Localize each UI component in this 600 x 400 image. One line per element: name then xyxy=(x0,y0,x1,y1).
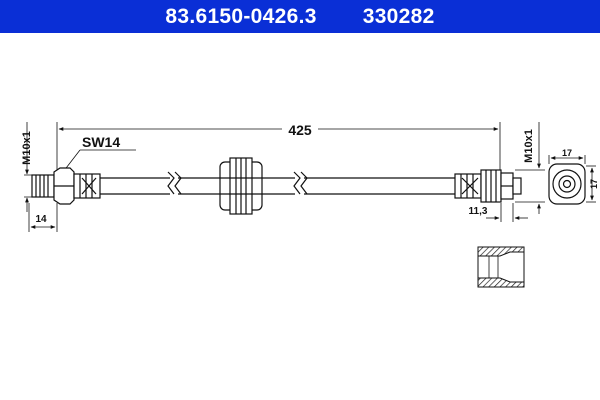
end-view-height-label: 17 xyxy=(589,179,599,189)
end-view-width-label: 17 xyxy=(562,148,572,158)
end-view: 17 17 xyxy=(548,148,599,205)
left-fitting xyxy=(31,167,101,205)
left-thread-dimension: M10x1 xyxy=(21,122,46,212)
seat-detail xyxy=(477,246,525,288)
length-label: 425 xyxy=(288,122,312,138)
wrench-size-label: SW14 xyxy=(82,134,120,150)
title-bar: 83.6150-0426.3 330282 xyxy=(0,0,600,33)
technical-drawing: 425 SW14 M10x1 14 xyxy=(21,122,599,288)
alt-number: 330282 xyxy=(362,4,435,28)
right-fitting-label: 11,3 xyxy=(469,206,488,217)
right-fitting-dimension: 11,3 xyxy=(469,203,528,222)
right-thread-label: M10x1 xyxy=(523,129,535,163)
mounting-grommet xyxy=(219,157,263,215)
right-thread-dimension: M10x1 xyxy=(515,122,545,214)
hose xyxy=(100,171,455,195)
part-number: 83.6150-0426.3 xyxy=(165,4,317,28)
left-fitting-dimension: 14 xyxy=(28,203,58,232)
wrench-size-callout: SW14 xyxy=(62,134,136,173)
length-dimension: 425 xyxy=(56,122,501,170)
left-fitting-label: 14 xyxy=(35,214,47,225)
right-fitting xyxy=(454,169,522,203)
